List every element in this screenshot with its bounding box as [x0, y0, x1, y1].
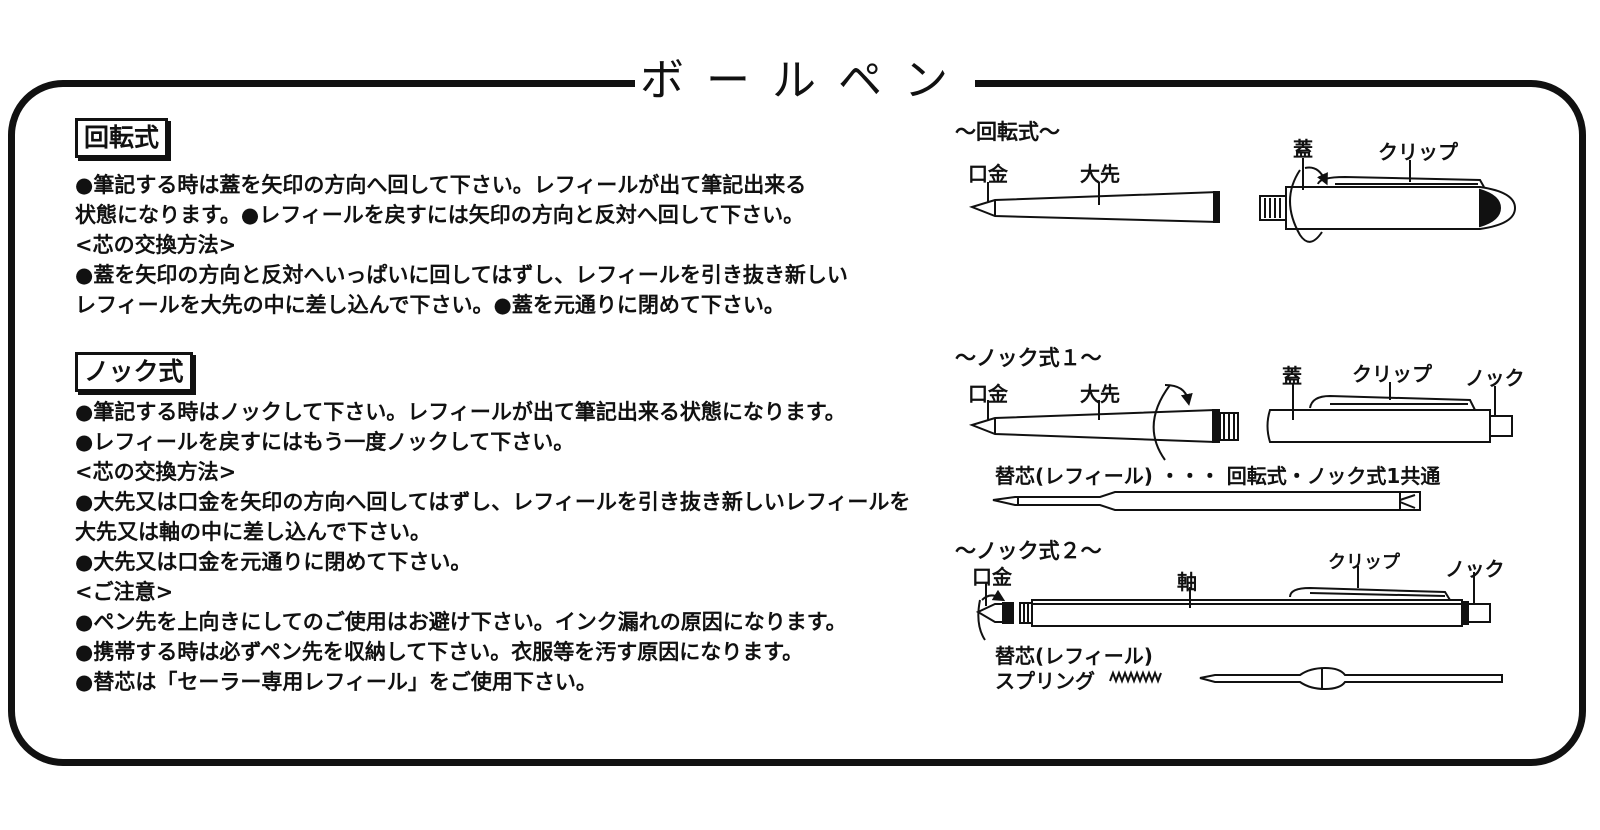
knock-line-6: ●大先又は口金を元通りに閉めて下さい。: [75, 550, 472, 574]
knock1-diagram-heading: 〜ノック式１〜: [955, 346, 1102, 370]
knock-line-7: <ご注意>: [75, 580, 174, 604]
knock2-body-drawing: [975, 566, 1491, 641]
rotary-cap-drawing: [1259, 158, 1517, 243]
knock-line-4: ●大先又は口金を矢印の方向へ回してはずし、レフィールを引き抜き新しいレフィールを: [75, 490, 911, 514]
knock-line-5: 大先又は軸の中に差し込んで下さい。: [75, 520, 431, 544]
refill-label: 替芯(レフィール): [995, 644, 1153, 668]
rotary-line-2: 状態になります。●レフィールを戻すには矢印の方向と反対へ回して下さい。: [75, 203, 805, 227]
knock-line-2: ●レフィールを戻すにはもう一度ノックして下さい。: [75, 430, 575, 454]
rotary-instructions: ●筆記する時は蓋を矢印の方向へ回して下さい。レフィールが出て筆記出来る 状態にな…: [75, 170, 848, 320]
knock-instructions: ●筆記する時はノックして下さい。レフィールが出て筆記出来る状態になります。 ●レ…: [75, 397, 910, 697]
knock-line-1: ●筆記する時はノックして下さい。レフィールが出て筆記出来る状態になります。: [75, 400, 846, 424]
spring-label: スプリング: [995, 669, 1095, 693]
knock1-front-part-drawing: [968, 384, 1239, 461]
knock-line-8: ●ペン先を上向きにしてのご使用はお避け下さい。インク漏れの原因になります。: [75, 610, 847, 634]
label-clip-1: クリップ: [1378, 140, 1458, 164]
label-kuchigane-3: 口金: [972, 565, 1012, 589]
knock-heading: ノック式: [75, 352, 193, 392]
knock1-cap-drawing: [1266, 382, 1513, 443]
label-clip-3: クリップ: [1328, 552, 1400, 573]
knock2-refill-drawing: [1199, 666, 1503, 691]
refill-common-label: 替芯(レフィール) ・・・ 回転式・ノック式1共通: [995, 464, 1441, 488]
rotary-front-part-drawing: [968, 182, 1220, 224]
spring-drawing: [1109, 670, 1162, 684]
label-jiku: 軸: [1177, 570, 1197, 594]
knock-line-3: <芯の交換方法>: [75, 460, 237, 484]
label-futa-2: 蓋: [1282, 364, 1302, 388]
rotary-heading: 回転式: [75, 118, 169, 158]
rotary-line-4: ●蓋を矢印の方向と反対へいっぱいに回してはずし、レフィールを引き抜き新しい: [75, 263, 848, 287]
page-title: ボールペン: [635, 48, 975, 114]
knock2-diagram-heading: 〜ノック式２〜: [955, 539, 1102, 563]
label-futa-1: 蓋: [1293, 137, 1313, 161]
refill-common-drawing: [992, 491, 1421, 511]
label-clip-2: クリップ: [1352, 362, 1432, 386]
rotary-line-3: <芯の交換方法>: [75, 233, 237, 257]
rotary-line-1: ●筆記する時は蓋を矢印の方向へ回して下さい。レフィールが出て筆記出来る: [75, 173, 807, 197]
knock-line-10: ●替芯は「セーラー専用レフィール」をご使用下さい。: [75, 670, 597, 694]
knock-line-9: ●携帯する時は必ずペン先を収納して下さい。衣服等を汚す原因になります。: [75, 640, 804, 664]
rotary-diagram-heading: 〜回転式〜: [955, 120, 1060, 144]
rotary-line-5: レフィールを大先の中に差し込んで下さい。●蓋を元通りに閉めて下さい。: [75, 293, 785, 317]
